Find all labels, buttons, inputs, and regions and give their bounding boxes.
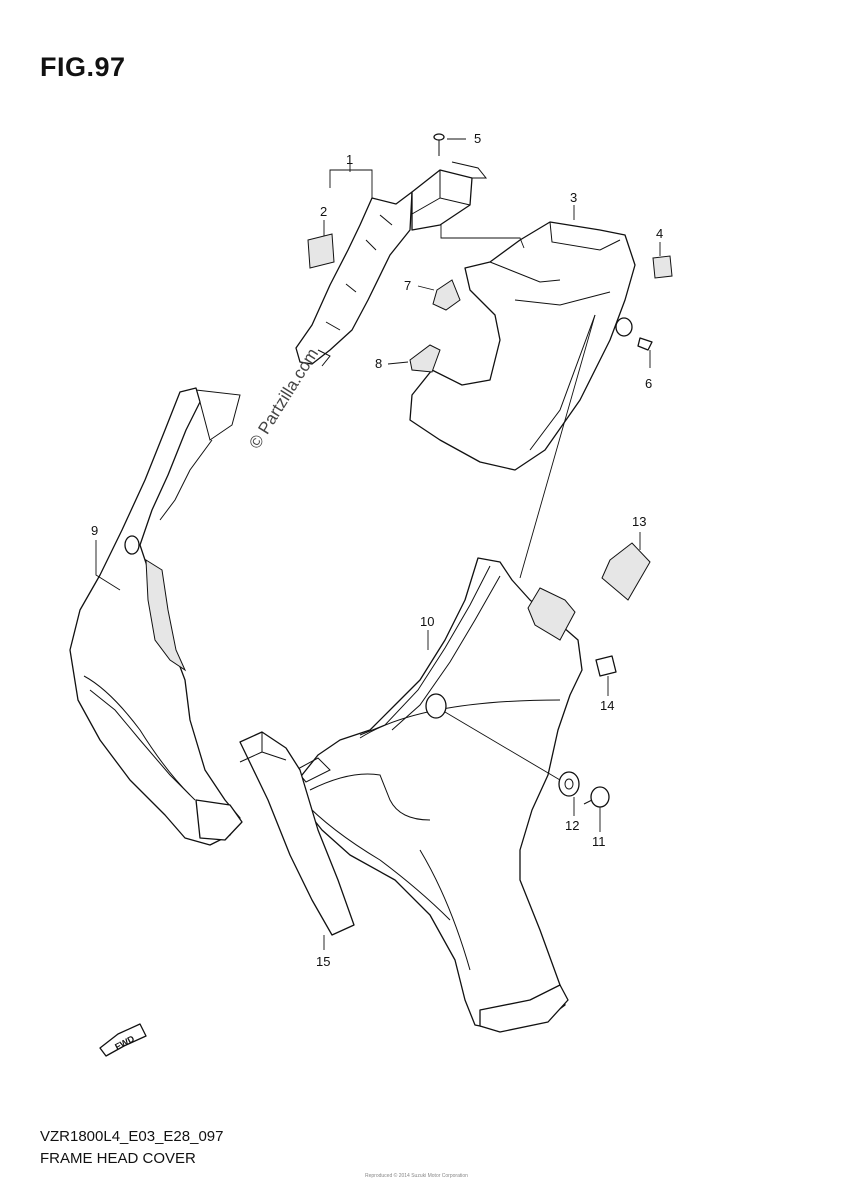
part-6-screw — [637, 337, 653, 351]
partzilla-watermark: © Partzilla.com — [245, 345, 322, 452]
section-name: FRAME HEAD COVER — [40, 1150, 196, 1167]
callout-9: 9 — [91, 523, 98, 538]
part-1-inner-cover — [295, 191, 413, 367]
callout-2: 2 — [320, 204, 327, 219]
callout-15: 15 — [316, 954, 330, 969]
part-12-grommet — [558, 771, 580, 797]
part-4-pad — [652, 255, 673, 279]
part-3-upper-cover — [409, 221, 636, 471]
callout-8: 8 — [375, 356, 382, 371]
callout-12: 12 — [565, 818, 579, 833]
callout-14: 14 — [600, 698, 614, 713]
part-14-block — [595, 655, 617, 677]
callout-3: 3 — [570, 190, 577, 205]
part-11-bolt — [583, 786, 610, 808]
callout-10: 10 — [420, 614, 434, 629]
part-8-tape — [409, 344, 441, 373]
part-1-bracket — [411, 161, 488, 231]
copyright-notice: Reproduced © 2014 Suzuki Motor Corporati… — [365, 1173, 468, 1179]
part-7-tape — [432, 279, 461, 311]
leader-lines — [95, 138, 661, 950]
callout-11: 11 — [592, 834, 606, 849]
callout-5: 5 — [474, 131, 481, 146]
callout-13: 13 — [632, 514, 646, 529]
callout-1: 1 — [346, 152, 353, 167]
part-9-left-cover — [69, 387, 243, 846]
callout-labels: 1 2 3 4 5 6 7 8 9 10 11 12 13 14 15 — [91, 131, 663, 969]
part-2-pad — [307, 233, 335, 269]
part-10-main-cover — [295, 557, 583, 1033]
part-13-pad — [601, 542, 651, 601]
part-5-screw — [433, 133, 445, 156]
callout-4: 4 — [656, 226, 663, 241]
figure-title: FIG.97 — [40, 52, 126, 82]
callout-6: 6 — [645, 376, 652, 391]
callout-7: 7 — [404, 278, 411, 293]
fwd-arrow-icon: FWD — [99, 1023, 147, 1057]
model-code: VZR1800L4_E03_E28_097 — [40, 1128, 224, 1145]
part-15-strip — [239, 731, 355, 936]
